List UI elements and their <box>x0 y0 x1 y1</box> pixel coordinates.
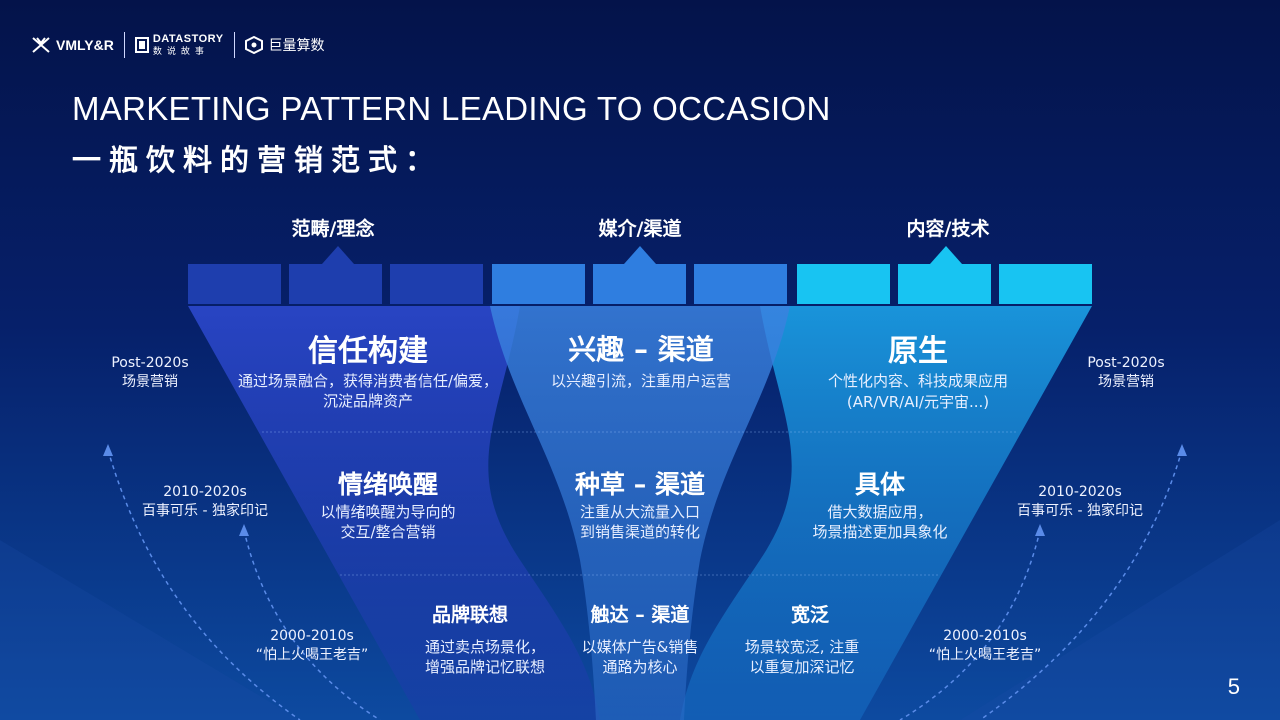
logo-bar: VMLY&R DATASTORY 数说故事 巨量算数 <box>32 30 325 60</box>
bottom-left-desc-2: 增强品牌记忆联想 <box>424 658 545 676</box>
datastory-cn-text: 数说故事 <box>152 46 209 56</box>
vmlyr-logo: VMLY&R <box>32 37 114 53</box>
timeline-left-period-1: Post-2020s <box>111 355 189 371</box>
bottom-right-desc-2: 以重复加深记忆 <box>749 658 855 676</box>
juliang-mark-icon <box>244 36 263 54</box>
bottom-left-desc: 通过卖点场景化， <box>424 638 545 656</box>
logo-divider <box>123 32 125 58</box>
bottom-right-title: 宽泛 <box>790 604 829 626</box>
logo-divider <box>233 32 235 58</box>
header-pointers <box>322 246 962 264</box>
top-right-desc-2: (AR/VR/AI/元宇宙...) <box>846 393 990 411</box>
timeline-left-label-1: 场景营销 <box>122 374 178 390</box>
column-header-content: 内容/技术 <box>906 218 990 240</box>
mid-left-desc-2: 交互/整合营销 <box>340 523 436 541</box>
column-block-content-2 <box>898 264 991 304</box>
column-header-channel: 媒介/渠道 <box>598 218 682 240</box>
pointer-channel <box>624 246 656 264</box>
pointer-content <box>930 246 962 264</box>
bottom-middle-title: 触达 – 渠道 <box>590 604 690 626</box>
timeline-left-period-3: 2000-2010s <box>270 628 354 644</box>
top-middle-desc: 以兴趣引流，注重用户运营 <box>550 372 731 390</box>
timeline-left-label-3: “怕上火喝王老吉” <box>255 647 369 663</box>
timeline-right-period-2: 2010-2020s <box>1038 484 1122 500</box>
column-block-channel-3 <box>694 264 787 304</box>
juliang-text: 巨量算数 <box>268 38 325 54</box>
page-number: 5 <box>1227 674 1240 699</box>
mid-right-desc: 借大数据应用， <box>827 503 933 521</box>
column-block-concept-3 <box>390 264 483 304</box>
datastory-mark-icon <box>134 37 149 53</box>
vmlyr-mark-icon <box>32 37 50 53</box>
top-left-desc: 通过场景融合，获得消费者信任/偏爱，沉淀品牌资产 <box>237 372 499 410</box>
vmlyr-text: VMLY&R <box>56 37 114 53</box>
top-right-desc: 个性化内容、科技成果应用 <box>827 372 1008 390</box>
top-middle-title: 兴趣 – 渠道 <box>568 333 714 366</box>
page-title-cn: 一瓶饮料的营销范式： <box>72 143 443 177</box>
page-title-en: MARKETING PATTERN LEADING TO OCCASION <box>72 90 831 127</box>
top-right-title: 原生 <box>888 334 948 369</box>
mid-middle-title: 种草 – 渠道 <box>575 470 705 499</box>
timeline-right-label-1: 场景营销 <box>1098 374 1154 390</box>
timeline-right-period-3: 2000-2010s <box>943 628 1027 644</box>
datastory-text: DATASTORY <box>152 33 224 45</box>
timeline-right-period-1: Post-2020s <box>1087 355 1165 371</box>
mid-right-title: 具体 <box>854 470 905 499</box>
column-block-content-1 <box>797 264 890 304</box>
column-block-concept-1 <box>188 264 281 304</box>
timeline-right-label-3: “怕上火喝王老吉” <box>928 647 1042 663</box>
timeline-left-label-2: 百事可乐 - 独家印记 <box>142 503 268 519</box>
bottom-middle-desc: 以媒体广告&销售 <box>581 638 699 656</box>
column-block-concept-2 <box>289 264 382 304</box>
top-left-title: 信任构建 <box>308 334 428 369</box>
column-block-channel-2 <box>593 264 686 304</box>
bottom-right-desc: 场景较宽泛, 注重 <box>744 638 860 656</box>
column-block-channel-1 <box>492 264 585 304</box>
datastory-logo: DATASTORY 数说故事 <box>134 33 224 56</box>
juliang-logo: 巨量算数 <box>244 35 325 55</box>
column-block-content-3 <box>999 264 1092 304</box>
mid-left-title: 情绪唤醒 <box>337 470 438 499</box>
timeline-left-period-2: 2010-2020s <box>163 484 247 500</box>
mid-right-desc-2: 场景描述更加具象化 <box>812 523 948 541</box>
column-header-concept: 范畴/理念 <box>291 218 375 240</box>
mid-middle-desc: 注重从大流量入口 <box>579 503 700 521</box>
mid-left-desc: 以情绪唤醒为导向的 <box>320 503 456 521</box>
bottom-middle-desc-2: 通路为核心 <box>602 658 678 676</box>
timeline-right-label-2: 百事可乐 - 独家印记 <box>1017 503 1143 519</box>
pointer-concept <box>322 246 354 264</box>
bottom-left-title: 品牌联想 <box>431 604 508 626</box>
mid-middle-desc-2: 到销售渠道的转化 <box>579 523 700 541</box>
